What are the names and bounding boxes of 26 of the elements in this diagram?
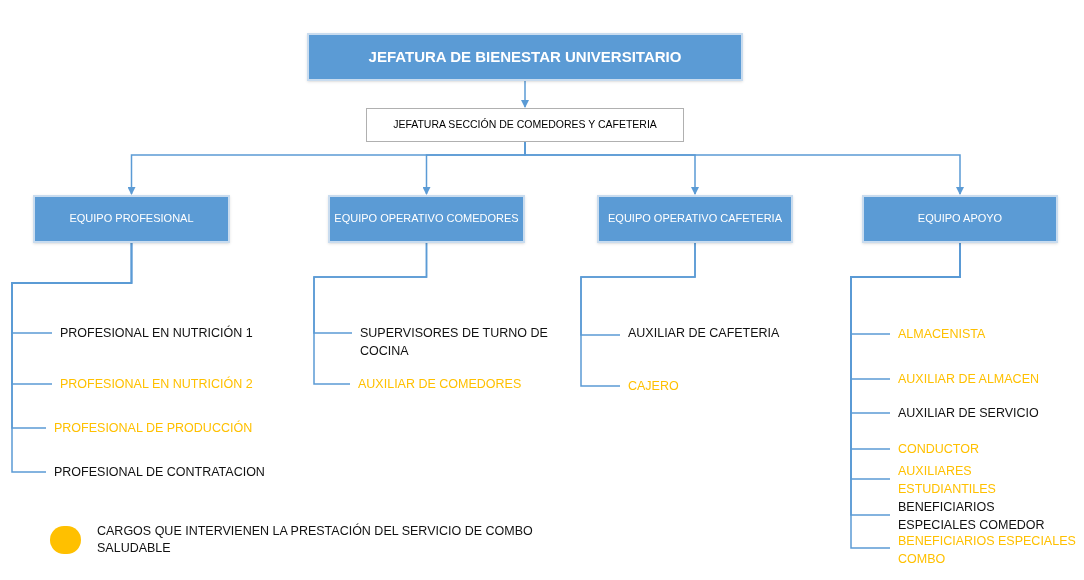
- position-label: PROFESIONAL DE CONTRATACION: [46, 463, 306, 481]
- position-label: CAJERO: [620, 377, 720, 395]
- position-label: CONDUCTOR: [890, 440, 1040, 458]
- position-label: AUXILIARES ESTUDIANTILES: [890, 462, 1002, 498]
- arrow: [521, 80, 529, 108]
- section-box: JEFATURA SECCIÓN DE COMEDORES Y CAFETERIA: [366, 108, 684, 142]
- position-label: AUXILIAR DE COMEDORES: [350, 375, 560, 393]
- position-label: PROFESIONAL DE PRODUCCIÓN: [46, 419, 286, 437]
- legend-text: CARGOS QUE INTERVIENEN LA PRESTACIÓN DEL SERVICIO DE COMBO SALUDABLE: [97, 523, 534, 557]
- head-office-box: JEFATURA DE BIENESTAR UNIVERSITARIO: [307, 33, 743, 81]
- position-label: BENEFICIARIOS ESPECIALES COMEDOR: [890, 498, 1062, 534]
- position-label: PROFESIONAL EN NUTRICIÓN 2: [52, 375, 292, 393]
- connector-line: [11, 242, 133, 473]
- connector-line: [313, 242, 428, 385]
- team-box: EQUIPO PROFESIONAL: [33, 195, 230, 243]
- position-label: AUXILIAR DE SERVICIO: [890, 404, 1070, 422]
- position-label: SUPERVISORES DE TURNO DE COCINA: [352, 324, 552, 360]
- position-label: PROFESIONAL EN NUTRICIÓN 1: [52, 324, 292, 342]
- position-label: AUXILIAR DE CAFETERIA: [620, 324, 820, 342]
- team-box: EQUIPO APOYO: [862, 195, 1058, 243]
- team-box: EQUIPO OPERATIVO COMEDORES: [328, 195, 525, 243]
- position-label: BENEFICIARIOS ESPECIALES COMBO: [890, 532, 1083, 568]
- position-label: ALMACENISTA: [890, 325, 1040, 343]
- connector-line: [580, 242, 696, 387]
- team-box: EQUIPO OPERATIVO CAFETERIA: [597, 195, 793, 243]
- position-label: AUXILIAR DE ALMACEN: [890, 370, 1070, 388]
